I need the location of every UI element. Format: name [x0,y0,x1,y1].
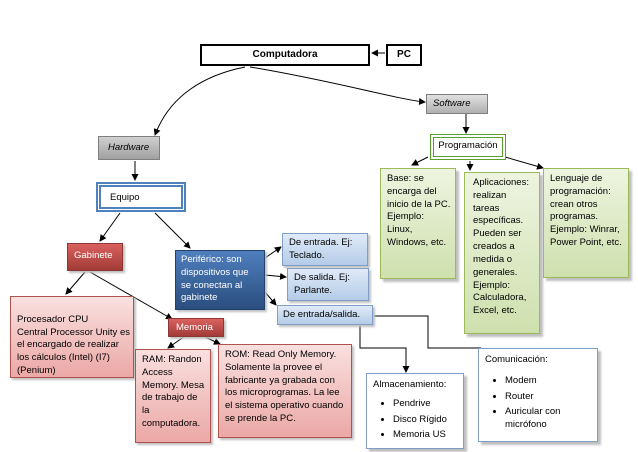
list-item: Memoria US [393,429,459,442]
salida-text: De salida. Ej: Parlante. [294,272,350,296]
hardware-label: Hardware [108,142,150,153]
equipo-box: Equipo [96,182,186,212]
programacion-box: Programación [430,134,506,160]
lenguaje-box: Lenguaje de programación: crean otros pr… [543,168,629,278]
equipo-label: Equipo [110,192,140,203]
almacenamiento-title: Almacenamiento: [373,379,447,390]
computadora-label: Computadora [252,49,318,60]
list-item: Auricular con micrófono [505,406,593,432]
gabinete-box: Gabinete [67,243,123,271]
entrada-salida-box: De entrada/salida. [277,305,373,325]
programacion-label: Programación [438,140,498,151]
periferico-text: Periférico: son dispositivos que se cone… [181,254,249,304]
comunicacion-title: Comunicación: [485,354,548,365]
rom-text: ROM: Read Only Memory. Solamente la prov… [225,349,344,425]
base-text: Base: se encarga del inicio de la PC. Ej… [387,173,451,249]
pc-box: PC [386,44,422,66]
memoria-box: Memoria [168,318,224,337]
software-label: Software [433,98,471,109]
entrada-salida-text: De entrada/salida. [283,309,361,320]
lenguaje-text: Lenguaje de programación: crean otros pr… [550,173,622,249]
salida-box: De salida. Ej: Parlante. [287,268,369,301]
entrada-text: De entrada. Ej: Teclado. [289,237,353,261]
gabinete-label: Gabinete [74,250,113,261]
procesador-text: Procesador CPU Central Processor Unity e… [17,313,130,377]
hardware-box: Hardware [98,136,160,160]
list-item: Router [505,391,593,404]
software-box: Software [426,94,488,114]
computadora-box: Computadora [200,44,370,66]
list-item: Pendrive [393,398,459,411]
aplicaciones-box: Aplicaciones: realizan tareas específica… [464,172,540,334]
periferico-box: Periférico: son dispositivos que se cone… [175,250,265,310]
comunicacion-list: Modem Router Auricular con micrófono [485,375,593,432]
ram-box: RAM: Randon Access Memory. Mesa de traba… [135,349,211,443]
rom-box: ROM: Read Only Memory. Solamente la prov… [218,344,352,438]
aplicaciones-text: Aplicaciones: realizan tareas específica… [473,177,529,317]
list-item: Modem [505,375,593,388]
ram-text: RAM: Randon Access Memory. Mesa de traba… [142,354,205,430]
almacenamiento-list: Pendrive Disco Rígido Memoria US [373,398,459,442]
pc-label: PC [397,49,411,60]
entrada-box: De entrada. Ej: Teclado. [282,233,368,266]
procesador-box: Procesador CPU Central Processor Unity e… [10,296,134,378]
list-item: Disco Rígido [393,414,459,427]
comunicacion-box: Comunicación: Modem Router Auricular con… [478,348,598,442]
memoria-label: Memoria [176,322,213,333]
almacenamiento-box: Almacenamiento: Pendrive Disco Rígido Me… [366,373,464,449]
base-box: Base: se encarga del inicio de la PC. Ej… [380,168,456,279]
